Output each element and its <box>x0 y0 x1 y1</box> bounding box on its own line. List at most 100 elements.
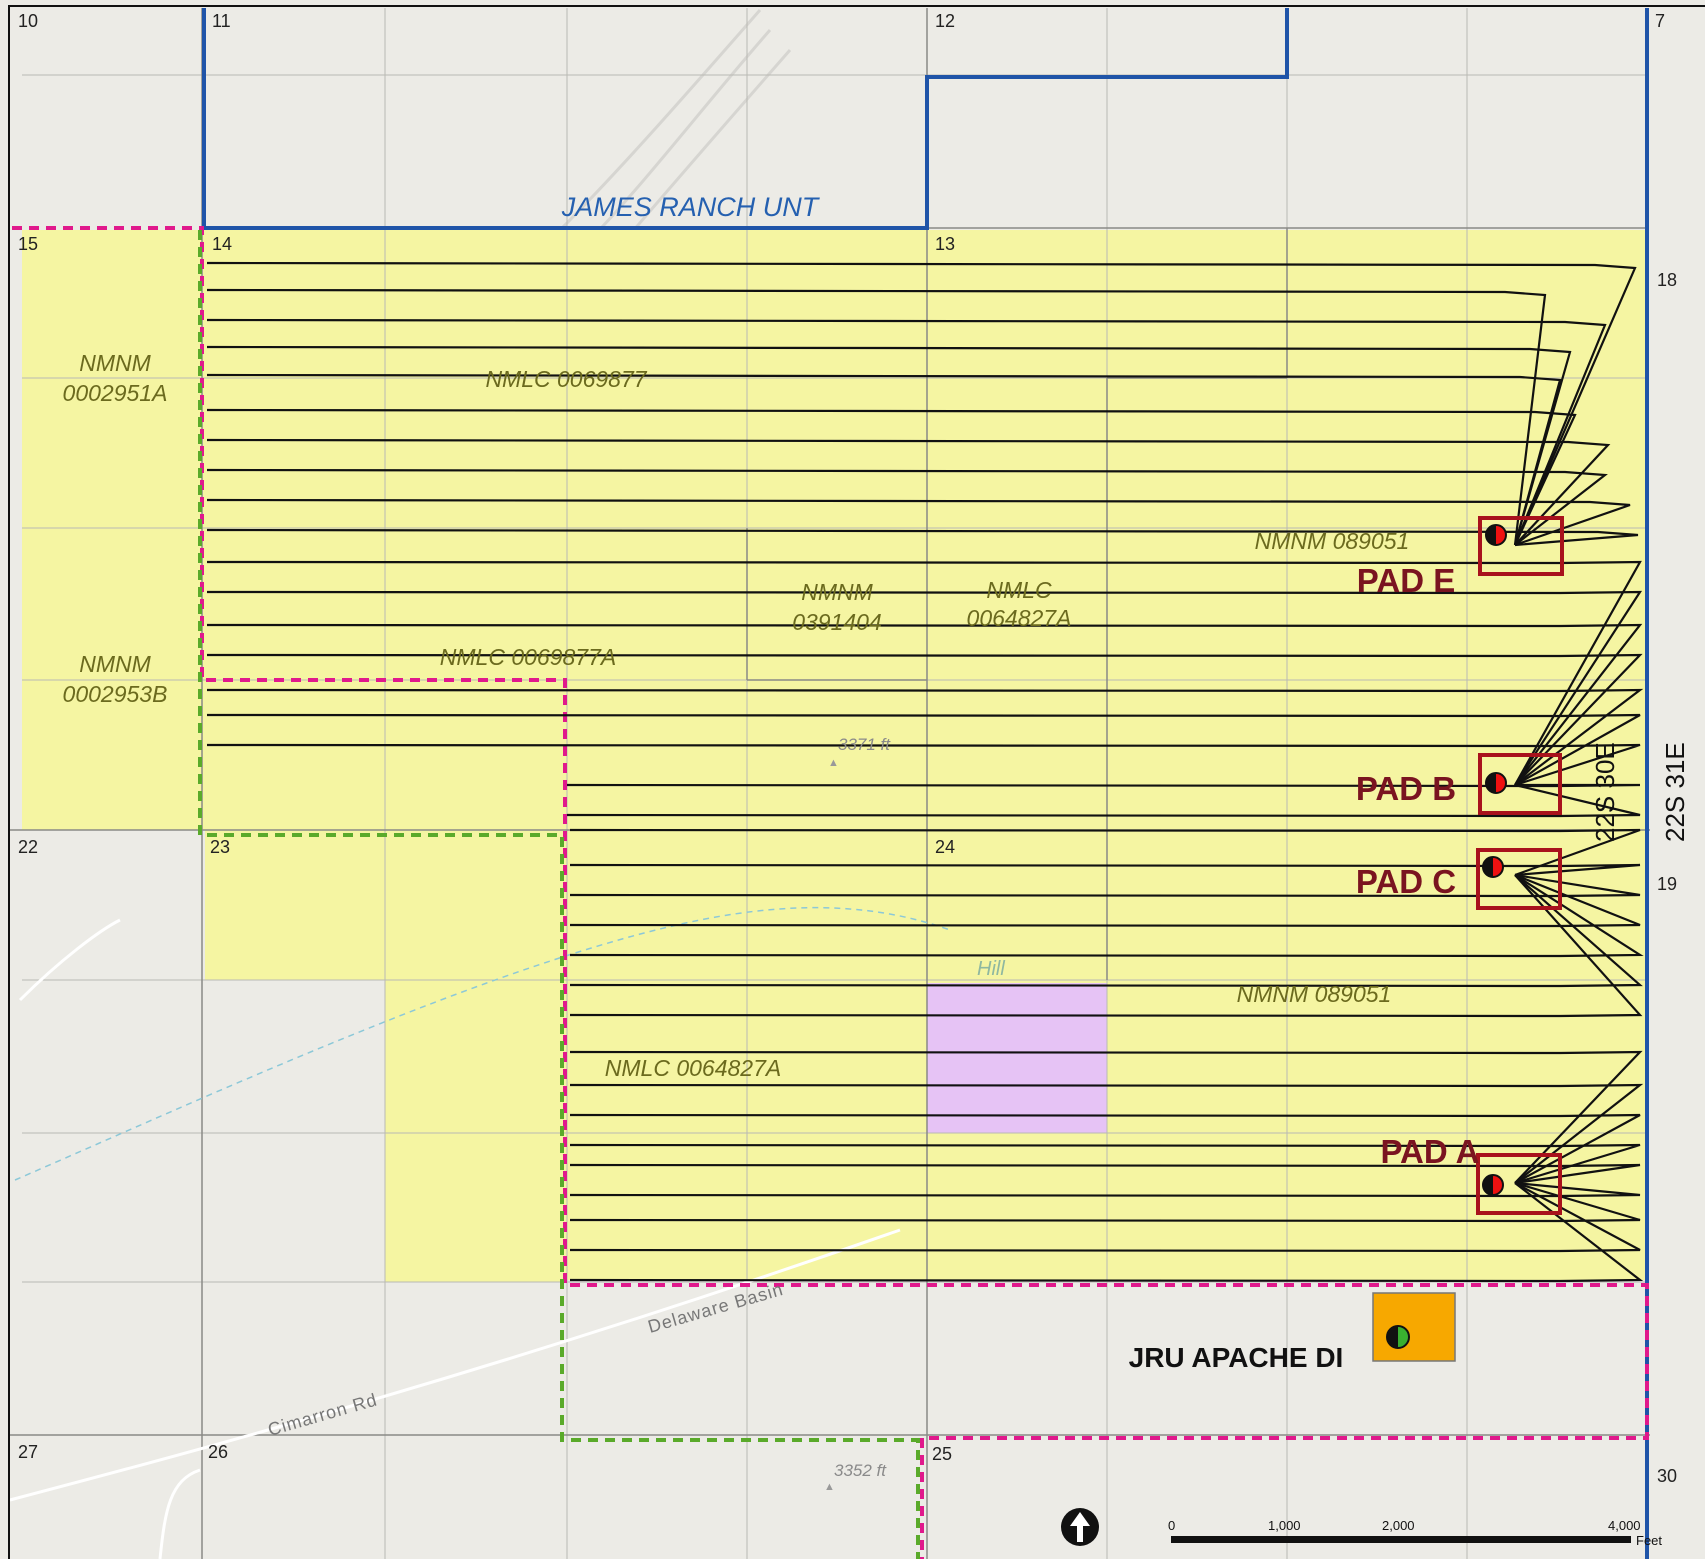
pad-a-well-half <box>1483 1175 1493 1195</box>
lease-label: NMLC 0069877 <box>485 366 647 392</box>
lateral-line <box>569 1181 1641 1223</box>
section-15: 15 <box>18 234 38 254</box>
section-23: 23 <box>210 837 230 857</box>
purple-tract <box>927 983 1107 1133</box>
lateral-line <box>206 713 1641 786</box>
lease-label: 0391404 <box>792 609 882 635</box>
township-label-west: 22S 30E <box>1590 742 1620 842</box>
lateral-line <box>206 688 1644 786</box>
lateral-line <box>569 1182 1641 1253</box>
lateral-line <box>206 653 1643 786</box>
lateral-line <box>569 873 1641 898</box>
map-frame <box>8 5 1705 1559</box>
unit-name-label: JAMES RANCH UNT <box>561 192 821 222</box>
pad-a-label: PAD A <box>1381 1133 1480 1170</box>
north-arrow-icon <box>1061 1508 1099 1546</box>
lease-label: 0002951A <box>63 380 168 406</box>
roads <box>9 918 901 1559</box>
lease-labels: NMNM 0002951A NMNM 0002953B NMLC 0069877… <box>63 350 1410 1081</box>
section-labels: 10 11 12 7 15 14 13 18 22 23 24 19 27 26… <box>18 11 1677 1486</box>
elevation-label: 3352 ft <box>834 1461 887 1480</box>
lateral-line <box>206 288 1547 546</box>
township-label-east: 22S 31E <box>1660 742 1690 842</box>
pad-e-label: PAD E <box>1357 562 1455 599</box>
section-10: 10 <box>18 11 38 31</box>
pad-c-well-half <box>1483 857 1493 877</box>
section-18: 18 <box>1657 270 1677 290</box>
pad-labels: PAD E PAD B PAD C PAD A <box>1356 562 1480 1170</box>
pad-b-well-half <box>1486 773 1496 793</box>
summit-icon: ▲ <box>824 1481 835 1493</box>
pad-b-box[interactable] <box>1478 753 1562 815</box>
lease-label: NMLC 0064827A <box>605 1055 781 1081</box>
lateral-line <box>569 874 1644 958</box>
lateral-line <box>569 1182 1644 1283</box>
pad-e-box[interactable] <box>1478 516 1564 576</box>
section-22: 22 <box>18 837 38 857</box>
lease-label: NMNM <box>801 579 873 605</box>
lateral-line <box>569 863 1641 877</box>
section-7: 7 <box>1655 11 1665 31</box>
scale-tick-0: 0 <box>1168 1518 1175 1533</box>
lateral-line <box>206 590 1643 786</box>
pad-a-box[interactable] <box>1476 1153 1562 1215</box>
lateral-line <box>569 1181 1641 1198</box>
lease-label: NMLC <box>986 577 1052 603</box>
section-25: 25 <box>932 1444 952 1464</box>
lateral-line <box>569 874 1643 1018</box>
section-13: 13 <box>935 234 955 254</box>
lateral-line <box>206 468 1608 546</box>
pad-c-box[interactable] <box>1476 848 1562 910</box>
section-30: 30 <box>1657 1466 1677 1486</box>
lateral-line <box>206 498 1631 547</box>
section-27: 27 <box>18 1442 38 1462</box>
section-11: 11 <box>212 11 231 31</box>
lateral-line <box>206 528 1639 547</box>
lateral-line <box>206 318 1607 546</box>
section-24: 24 <box>935 837 955 857</box>
lateral-line <box>206 373 1562 546</box>
scale-tick-4000: 4,000 <box>1608 1518 1641 1533</box>
lateral-line <box>206 261 1637 546</box>
lateral-line <box>566 783 1641 788</box>
lateral-line <box>569 874 1643 988</box>
facility-jru-apache-di[interactable] <box>1372 1292 1456 1362</box>
summit-icon: ▲ <box>828 757 839 769</box>
lease-label: NMNM <box>79 350 151 376</box>
lateral-line <box>206 743 1641 787</box>
pad-c-label: PAD C <box>1356 863 1456 900</box>
pad-c[interactable] <box>1476 848 1562 910</box>
lateral-line <box>569 1113 1641 1184</box>
green-dashed-boundary <box>198 230 920 1559</box>
lateral-line <box>569 1050 1643 1184</box>
section-14: 14 <box>212 234 232 254</box>
lease-label: 0002953B <box>63 681 168 707</box>
pad-a[interactable] <box>1476 1153 1562 1215</box>
lateral-line <box>566 783 1641 818</box>
facility-label: JRU APACHE DI <box>1129 1342 1344 1373</box>
lease-label: NMNM 089051 <box>1237 981 1392 1007</box>
lease-label: NMNM <box>79 651 151 677</box>
lateral-line <box>569 1083 1644 1184</box>
section-19: 19 <box>1657 874 1677 894</box>
pad-e-well-half <box>1486 525 1496 545</box>
elevation-label: 3371 ft <box>838 735 891 754</box>
lateral-line <box>206 438 1611 546</box>
facility-box[interactable] <box>1372 1292 1456 1362</box>
lease-label: 0064827A <box>967 605 1072 631</box>
scale-bar-line <box>1171 1536 1631 1543</box>
lateral-line <box>569 1143 1641 1185</box>
lease-label: NMNM 089051 <box>1255 528 1410 554</box>
pad-e[interactable] <box>1478 516 1564 576</box>
lease-label: NMLC 0069877A <box>440 644 616 670</box>
scale-bar: 0 1,000 2,000 4,000 Feet <box>1168 1518 1662 1548</box>
scale-unit: Feet <box>1636 1533 1662 1548</box>
lateral-line <box>206 560 1642 786</box>
unit-boundary <box>202 8 1289 230</box>
pad-b[interactable] <box>1478 753 1562 815</box>
hill-label: Hill <box>977 958 1005 980</box>
scale-tick-2000: 2,000 <box>1382 1518 1415 1533</box>
lateral-line <box>569 873 1641 928</box>
lateral-line <box>569 828 1641 877</box>
